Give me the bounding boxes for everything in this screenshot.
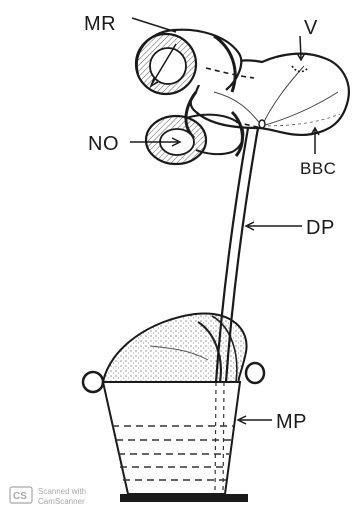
label-dp: DP	[306, 217, 335, 239]
label-bbc: BBC	[300, 159, 336, 178]
stalk-bead	[259, 120, 265, 128]
watermark-line1: Scanned with	[38, 487, 86, 496]
right-handle	[246, 363, 264, 383]
label-v: V	[304, 17, 318, 39]
bulb	[103, 313, 247, 382]
watermark-line2: CamScanner	[38, 497, 85, 506]
base-plate	[120, 494, 248, 502]
label-no: NO	[88, 133, 119, 155]
left-handle	[83, 372, 103, 392]
label-mp: MP	[276, 411, 307, 433]
label-mr: MR	[84, 13, 116, 35]
watermark-badge: CS	[13, 491, 27, 502]
scanner-watermark: CS Scanned with CamScanner	[10, 487, 86, 506]
